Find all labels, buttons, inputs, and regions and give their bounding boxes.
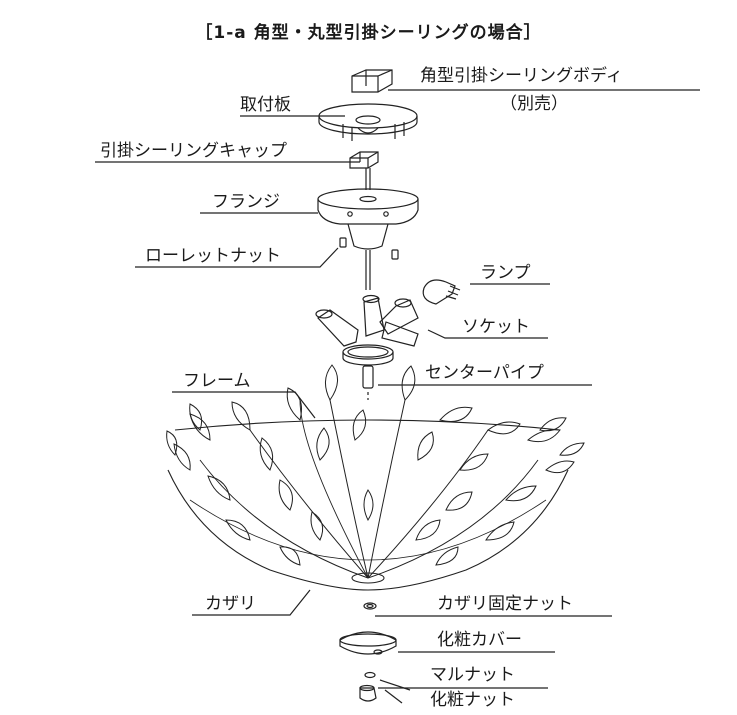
label-round-nut: マルナット <box>430 665 515 685</box>
label-ceiling-body: 角型引掛シーリングボディ <box>420 66 623 86</box>
knurl-nuts <box>339 237 399 260</box>
ceiling-body <box>351 69 393 93</box>
leader-round-nut-tick <box>379 679 411 691</box>
socket-cluster <box>315 294 419 366</box>
label-center-pipe: センターパイプ <box>425 363 544 383</box>
label-deco-nut: 化粧ナット <box>430 690 515 710</box>
leader-frame <box>172 391 316 419</box>
label-kazari: カザリ <box>205 594 256 614</box>
leaf-bowl-frame <box>166 364 585 591</box>
ceiling-cap <box>349 151 379 190</box>
label-ceiling-cap: 引掛シーリングキャップ <box>100 141 287 161</box>
leader-knurl-nut <box>135 247 339 268</box>
label-lamp: ランプ <box>480 263 531 283</box>
deco-nut <box>359 684 377 702</box>
kazari-fixing-nut <box>363 602 377 610</box>
label-socket: ソケット <box>462 317 530 337</box>
leader-lines <box>95 89 700 704</box>
leader-deco-nut <box>384 689 403 704</box>
flange <box>317 188 419 290</box>
center-pipe <box>362 365 374 400</box>
leader-socket <box>427 329 548 339</box>
label-mounting-plate: 取付板 <box>240 95 291 115</box>
label-flange: フランジ <box>212 192 280 212</box>
diagram-title: ［1-a 角型・丸型引掛シーリングの場合］ <box>195 23 542 43</box>
leader-kazari <box>192 589 311 616</box>
label-sold-separately: （別売） <box>500 94 568 114</box>
leaves <box>166 364 585 566</box>
lamp-bulb <box>422 279 461 305</box>
round-nut <box>364 671 376 679</box>
decorative-cover <box>339 631 397 655</box>
label-knurl-nut: ローレットナット <box>145 246 281 266</box>
label-frame: フレーム <box>183 371 251 391</box>
label-decorative-cover: 化粧カバー <box>437 630 522 650</box>
label-kazari-fixing-nut: カザリ固定ナット <box>437 594 573 614</box>
mounting-plate <box>318 103 418 141</box>
